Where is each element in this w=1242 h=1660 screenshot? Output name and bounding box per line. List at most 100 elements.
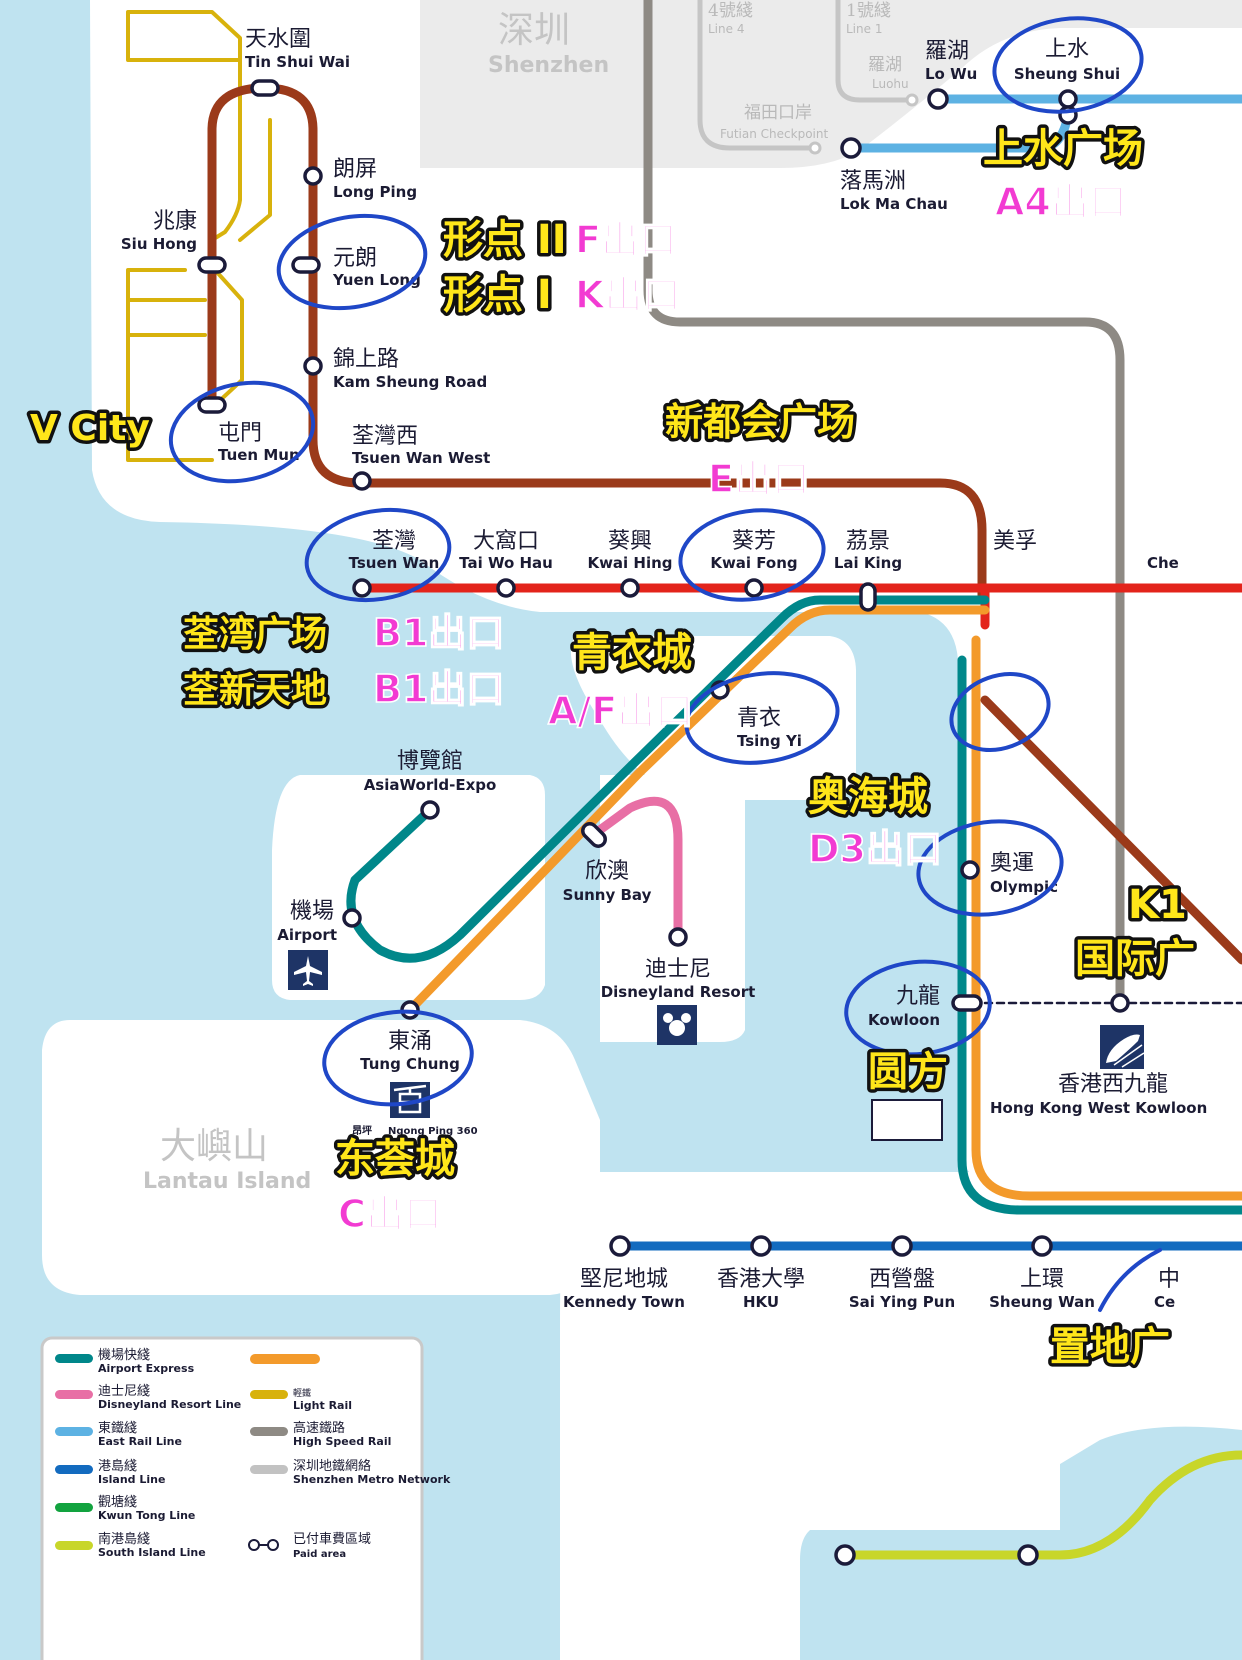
legend-label-zh: 已付車費區域 bbox=[293, 1532, 371, 1547]
kwai-fong-dot bbox=[744, 578, 764, 598]
legend-label-en: Shenzhen Metro Network bbox=[293, 1473, 451, 1486]
annotation-metroplaza: 新都会广场 bbox=[665, 400, 855, 444]
tsuen-wan-zh: 荃灣 bbox=[372, 529, 416, 554]
tung-chung-en: Tung Chung bbox=[360, 1055, 460, 1073]
south-island-dot-1 bbox=[834, 1544, 856, 1566]
region-lantau-zh: 大嶼山 bbox=[160, 1126, 268, 1167]
annotation-maritime-square-exit: A/F出口 bbox=[548, 689, 693, 733]
legend-label-zh: 南港島綫 bbox=[98, 1531, 150, 1547]
elements-logo bbox=[871, 1099, 943, 1141]
olympic-en: Olympic bbox=[990, 878, 1058, 896]
tai-wo-hau-dot bbox=[496, 578, 516, 598]
kwai-hing-en: Kwai Hing bbox=[587, 554, 672, 572]
airport-dot bbox=[342, 908, 362, 928]
circle-kowloon bbox=[844, 959, 992, 1057]
kwai-hing-zh: 葵興 bbox=[608, 529, 652, 554]
legend-item-high-speed-rail: 高速鐵路 High Speed Rail bbox=[250, 1420, 391, 1448]
sheung-wan-zh: 上環 bbox=[1020, 1267, 1064, 1292]
legend-label-en: High Speed Rail bbox=[293, 1435, 391, 1448]
west-kowloon-zh: 香港西九龍 bbox=[1058, 1072, 1168, 1097]
cheung-sha-wan-en: Che bbox=[1147, 554, 1179, 572]
sheung-shui-zh: 上水 bbox=[1045, 37, 1089, 62]
shenzhen-land bbox=[420, 0, 1242, 168]
long-ping-dot bbox=[303, 166, 323, 186]
south-island-line bbox=[840, 1450, 1242, 1560]
mickey-icon bbox=[657, 1005, 697, 1045]
kowloon-dot bbox=[951, 994, 983, 1012]
legend: 機場快綫 Airport Express 迪士尼綫 Disneyland Res… bbox=[40, 1336, 451, 1660]
annotation-maritime-square: 青衣城 bbox=[572, 630, 692, 676]
tai-wo-hau-zh: 大窩口 bbox=[473, 529, 539, 554]
sunny-bay-zh: 欣澳 bbox=[585, 859, 629, 884]
legend-label-zh: 東鐵綫 bbox=[98, 1420, 137, 1436]
futian-station-dot bbox=[808, 141, 822, 155]
sheung-wan-en: Sheung Wan bbox=[989, 1293, 1095, 1311]
legend-label-en: Airport Express bbox=[98, 1362, 195, 1375]
airport-en: Airport bbox=[277, 926, 337, 944]
circle-tsuen-wan bbox=[304, 507, 452, 603]
kowloon-zh: 九龍 bbox=[896, 984, 940, 1009]
annotation-olympian-city: 奥海城 bbox=[808, 774, 928, 820]
legend-item-island-line: 港島綫 Island Line bbox=[55, 1459, 165, 1486]
airport-icon bbox=[288, 950, 328, 990]
legend-label-en: East Rail Line bbox=[98, 1435, 182, 1448]
mei-foo-zh: 美孚 bbox=[993, 529, 1037, 554]
annotation-olympian-city-exit: D3出口 bbox=[808, 827, 942, 871]
lo-wu-en: Lo Wu bbox=[925, 65, 977, 83]
tsuen-wan-en: Tsuen Wan bbox=[349, 554, 440, 572]
siu-hong-dot bbox=[197, 256, 227, 274]
luohu-en: Luohu bbox=[872, 77, 909, 91]
siu-hong-zh: 兆康 bbox=[153, 209, 197, 234]
asiaworld-expo-en: AsiaWorld-Expo bbox=[364, 776, 497, 794]
sai-ying-pun-dot bbox=[891, 1235, 913, 1257]
sai-ying-pun-en: Sai Ying Pun bbox=[849, 1293, 955, 1311]
circle-olympic bbox=[916, 819, 1064, 917]
asiaworld-expo-dot bbox=[420, 800, 440, 820]
kowloon-en: Kowloon bbox=[868, 1011, 940, 1029]
disneyland-en: Disneyland Resort bbox=[601, 983, 756, 1001]
airport-zh: 機場 bbox=[290, 899, 334, 924]
circle-tsing-yi bbox=[684, 671, 840, 765]
annotation-yoho-1: 形点 I bbox=[443, 272, 552, 318]
annotation-metroplaza-exit: E出口 bbox=[708, 457, 810, 501]
legend-item-light-rail: 輕鐵 Light Rail bbox=[250, 1387, 352, 1412]
tsuen-wan-dot bbox=[352, 578, 372, 598]
shenzhen-line4-zh: 4號綫 bbox=[708, 1, 753, 21]
olympic-dot bbox=[960, 860, 980, 880]
sunny-bay-dot bbox=[581, 822, 607, 848]
legend-label-en: Island Line bbox=[98, 1473, 165, 1486]
legend-label-zh: 迪士尼綫 bbox=[98, 1384, 150, 1399]
kennedy-town-zh: 堅尼地城 bbox=[580, 1267, 668, 1292]
lantau-island bbox=[42, 1020, 600, 1295]
hku-zh: 香港大學 bbox=[717, 1267, 805, 1292]
annotation-citygate-exit: C出口 bbox=[338, 1192, 442, 1236]
west-kowloon-dot bbox=[1110, 993, 1130, 1013]
legend-item-shenzhen-metro: 深圳地鐵網絡 Shenzhen Metro Network bbox=[250, 1458, 451, 1486]
luohu-zh: 羅湖 bbox=[868, 55, 902, 75]
high-speed-train-icon bbox=[1100, 1025, 1145, 1069]
light-rail-line bbox=[126, 10, 272, 462]
lok-ma-chau-dot bbox=[840, 137, 862, 159]
yuen-long-dot bbox=[291, 256, 321, 274]
circle-kwai-fong bbox=[678, 508, 826, 602]
circle-tuen-mun bbox=[168, 380, 316, 484]
central-zh: 中 bbox=[1158, 1267, 1180, 1292]
sheung-wan-dot bbox=[1031, 1235, 1053, 1257]
west-kowloon-en: Hong Kong West Kowloon bbox=[990, 1099, 1207, 1117]
hku-en: HKU bbox=[743, 1293, 779, 1311]
new-territories-land bbox=[90, 0, 1242, 1190]
circle-sheung-shui bbox=[992, 16, 1144, 114]
legend-item-tung-chung bbox=[250, 1354, 320, 1364]
tsuen-wan-west-en: Tsuen Wan West bbox=[352, 449, 490, 467]
hong-kong-island-water-strip bbox=[560, 1330, 1060, 1530]
tsing-yi-en: Tsing Yi bbox=[737, 732, 802, 750]
legend-label-zh: 機場快綫 bbox=[98, 1348, 150, 1363]
legend-label-en: Kwun Tong Line bbox=[98, 1509, 195, 1522]
disneyland-dot bbox=[668, 927, 688, 947]
tuen-mun-zh: 屯門 bbox=[218, 421, 262, 446]
shenzhen-line-4 bbox=[697, 0, 812, 151]
station-dots bbox=[197, 79, 1130, 1566]
lo-wu-zh: 羅湖 bbox=[925, 39, 969, 64]
annotation-landmark-north-exit: A4出口 bbox=[995, 180, 1127, 224]
annotation-icc-exit: K1 bbox=[1128, 882, 1187, 928]
